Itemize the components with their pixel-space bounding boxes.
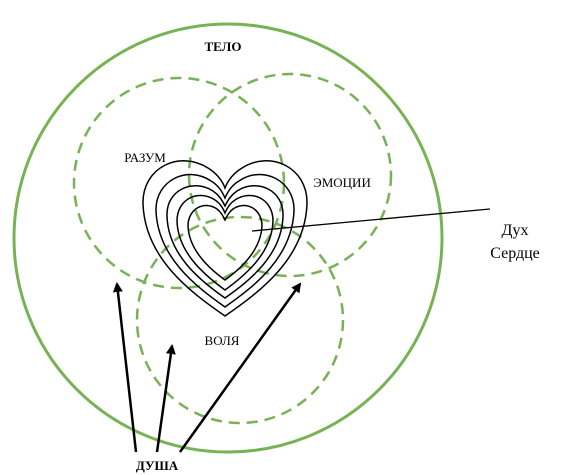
body-circle [12,22,444,454]
will-label: ВОЛЯ [205,333,240,348]
heart-outline-3 [166,185,284,299]
body-label: ТЕЛО [205,39,242,54]
soul-arrow-to-emotions [178,282,302,453]
spirit-pointer-line [251,208,491,232]
heart-outline-4 [176,194,274,291]
soul-arrows [112,282,302,453]
soul-arrow-to-mind [112,282,138,453]
heart-label: Сердце [490,245,540,262]
heart-outline-2 [155,173,295,308]
heart-outline-1 [142,160,308,317]
mind-circle [72,76,286,290]
soul-label: ДУША [136,458,179,473]
emotions-label: ЭМОЦИИ [313,175,371,190]
mind-label: РАЗУМ [124,150,166,165]
heart-outline-5 [187,204,263,281]
spirit-label: Дух [502,222,529,239]
soul-arrow-to-will [155,344,176,453]
will-circle [135,215,345,425]
heart-group [142,160,308,317]
